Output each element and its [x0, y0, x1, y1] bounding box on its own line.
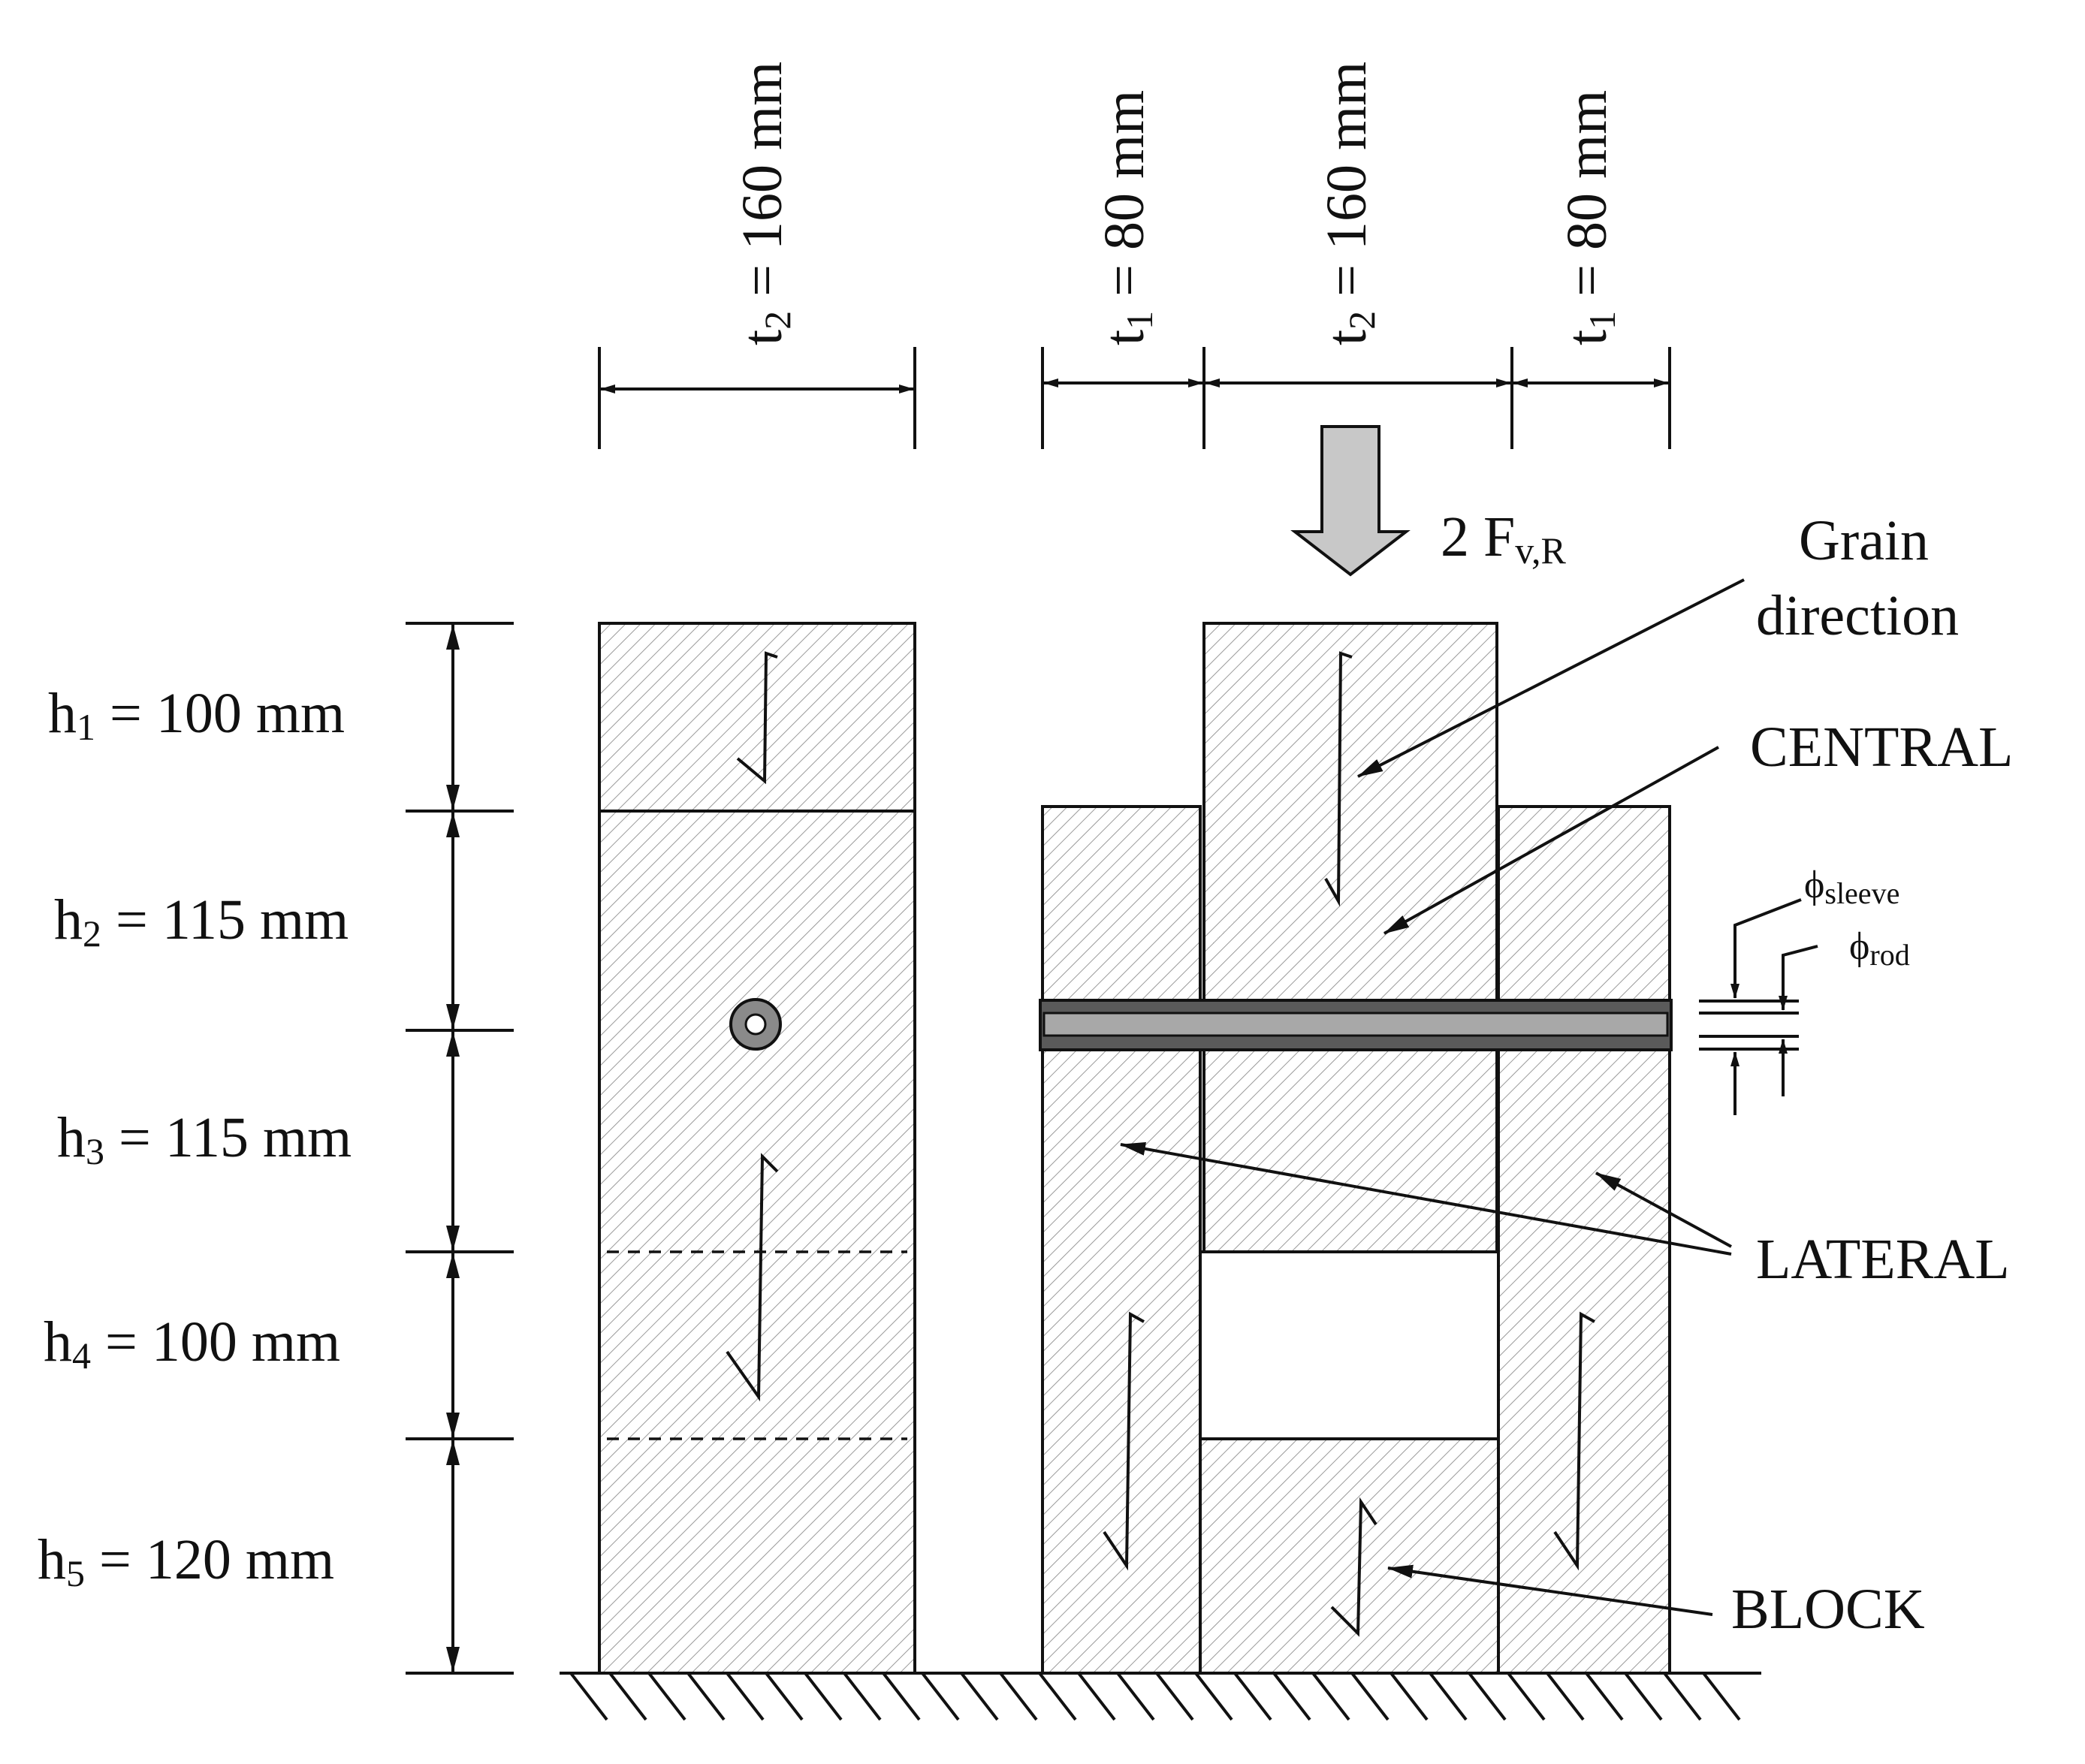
callouts: Grain direction CENTRAL LATERAL BLOCK: [1120, 509, 2013, 1641]
ground-hatch-stroke: [1702, 1672, 1741, 1721]
central-member: [1202, 622, 1498, 1253]
side-view-central-top: [598, 622, 916, 813]
ground-hatch-stroke: [1350, 1672, 1389, 1721]
ground-hatch-stroke: [1624, 1672, 1663, 1721]
ground-hatch-stroke: [1429, 1672, 1468, 1721]
ground-hatch-stroke: [1468, 1672, 1507, 1721]
ground-hatch-stroke: [1077, 1672, 1116, 1721]
height-label-h2: h2 = 115 mm: [54, 888, 349, 954]
ground-hatch-stroke: [608, 1672, 647, 1721]
ground-hatch-stroke: [999, 1672, 1038, 1721]
grain-direction-icon: [1330, 1497, 1377, 1637]
ground-hatch-stroke: [569, 1672, 608, 1721]
ground-hatch-stroke: [960, 1672, 999, 1721]
width-label-t2-central: t2 = 160 mm: [1315, 62, 1383, 345]
ground-hatch-stroke: [1585, 1672, 1624, 1721]
ground-hatch-stroke: [726, 1672, 765, 1721]
width-label-left-t2: t2 = 160 mm: [731, 62, 798, 345]
load-label: 2 Fv,R: [1441, 505, 1567, 571]
ground-hatch-stroke: [686, 1672, 726, 1721]
ground-hatch-stroke: [1507, 1672, 1546, 1721]
ground-hatch-stroke: [1272, 1672, 1311, 1721]
side-view: [598, 622, 916, 1675]
height-label-h5: h5 = 120 mm: [38, 1528, 334, 1594]
ground-hatch-stroke: [1155, 1672, 1194, 1721]
width-label-t1-left: t1 = 80 mm: [1093, 90, 1160, 345]
ground-hatch-stroke: [843, 1672, 882, 1721]
ground-hatch-stroke: [765, 1672, 804, 1721]
width-label-t1-right: t1 = 80 mm: [1555, 90, 1623, 345]
sleeve-diameter-label: ϕsleeve: [1804, 864, 1899, 910]
ground-hatch-stroke: [804, 1672, 843, 1721]
ground-hatch-stroke: [1038, 1672, 1077, 1721]
height-dimensions: h1 = 100 mm h2 = 115 mm h3 = 115 mm h4 =…: [38, 622, 514, 1675]
grain-direction-icon: [1103, 1311, 1145, 1571]
grain-direction-label-line1: Grain: [1799, 509, 1929, 572]
load-arrow: 2 Fv,R: [1290, 425, 1567, 577]
lateral-member-right: [1497, 805, 1671, 1675]
ground-hatch-stroke: [921, 1672, 960, 1721]
ground-hatch-stroke: [1389, 1672, 1429, 1721]
rod-diameter-label: ϕrod: [1849, 925, 1910, 972]
ground-hatch-stroke: [1663, 1672, 1702, 1721]
height-label-h4: h4 = 100 mm: [44, 1310, 340, 1377]
diameter-detail: ϕsleeve ϕrod: [1699, 864, 1910, 1115]
grain-direction-icon: [726, 1153, 779, 1402]
grain-direction-icon: [1324, 651, 1353, 907]
ground-hatch-stroke: [647, 1672, 686, 1721]
grain-direction-icon: [1553, 1311, 1595, 1571]
central-label: CENTRAL: [1750, 716, 2013, 779]
front-view: [1039, 622, 1673, 1675]
ground-support: [560, 1672, 1761, 1721]
ground-hatch-stroke: [1194, 1672, 1233, 1721]
rod-core-icon: [744, 1013, 767, 1036]
ground-hatch-stroke: [1546, 1672, 1585, 1721]
ground-hatch-stroke: [1311, 1672, 1350, 1721]
grain-direction-label-line2: direction: [1756, 584, 1959, 647]
lateral-label: LATERAL: [1756, 1228, 2010, 1291]
grain-direction-icon: [736, 651, 778, 785]
ground-hatch-stroke: [1233, 1672, 1272, 1721]
width-dimensions: t2 = 160 mm t1 = 80 mm t2 = 160 mm t1 = …: [598, 62, 1671, 449]
ground-hatch-stroke: [882, 1672, 921, 1721]
block-member: [1199, 1437, 1500, 1675]
down-arrow-icon: [1290, 425, 1411, 577]
side-view-lower-body: [598, 810, 916, 1675]
lateral-member-left: [1041, 805, 1202, 1675]
rod: [1042, 1012, 1669, 1037]
height-label-h1: h1 = 100 mm: [48, 682, 345, 748]
block-label: BLOCK: [1731, 1578, 1925, 1641]
ground-hatch-stroke: [1116, 1672, 1155, 1721]
height-label-h3: h3 = 115 mm: [57, 1106, 352, 1172]
